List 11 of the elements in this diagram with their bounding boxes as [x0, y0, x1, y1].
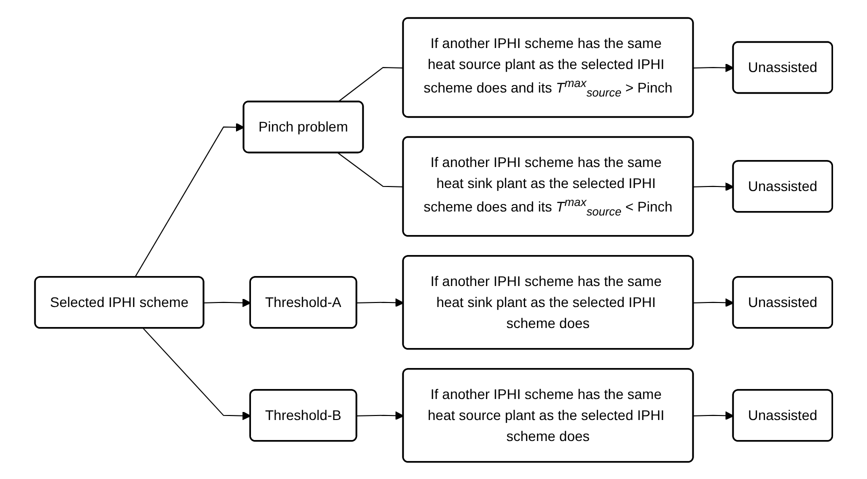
- arrow: [356, 298, 404, 307]
- connector: [337, 66, 404, 102]
- arrow: [142, 327, 251, 420]
- arrow: [692, 182, 734, 191]
- arrow: [692, 298, 734, 307]
- connector: [337, 152, 404, 187]
- arrow: [356, 410, 404, 420]
- arrow: [692, 62, 734, 72]
- arrow: [692, 410, 734, 420]
- arrow: [203, 298, 251, 307]
- arrow: [134, 122, 244, 278]
